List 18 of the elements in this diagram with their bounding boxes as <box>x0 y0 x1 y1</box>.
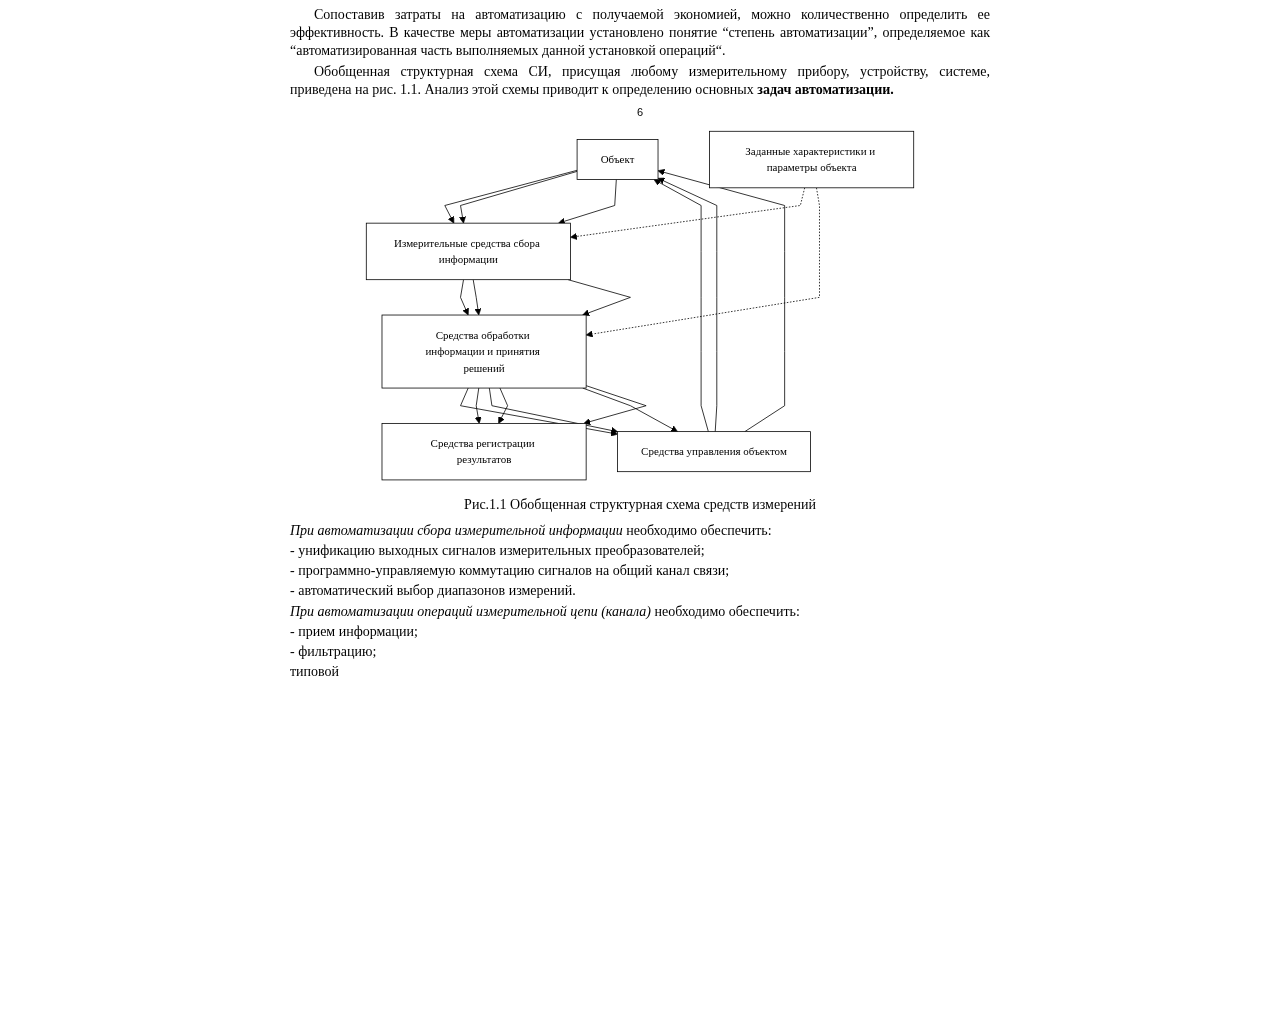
paragraph: При автоматизации операций измерительной цепи (канала) необходимо обеспечить: <box>290 602 801 621</box>
paragraph: - унификацию выходных сигналов измерительных преобразователей; <box>290 542 706 560</box>
paragraph: - программно-управляемую коммутацию сигналов на общий канал связи; <box>290 562 731 581</box>
paragraph: - прием информации; <box>290 622 419 641</box>
page-number: 6 <box>635 104 645 120</box>
node-box: Средства управления объектом <box>617 431 811 473</box>
paragraph: Обобщенная структурная схема СИ, присущая любому измерительному прибору, устройству, системе, приведена на рис. 1.1. Анализ этой схемы приводит к определению основных задач автоматизации. <box>290 62 990 99</box>
node-box: Средства регистрации результатов <box>381 423 587 481</box>
figure-caption: Рис.1.1 Обобщенная структурная схема средств измерений <box>464 496 816 512</box>
paragraph: Сопоставив затраты на автоматизацию с получаемой экономией, можно количественно определить ее эффективность. В качестве меры автоматизации установлено понятие “степень автоматизации”, определяемое как “автоматизированная часть выполняемых данной установкой операций“. <box>290 6 990 61</box>
node-box: Объект <box>576 139 659 181</box>
paragraph: - фильтрацию; <box>290 642 378 661</box>
node-box: Заданные характеристики и параметры объекта <box>709 131 915 189</box>
paragraph: При автоматизации сбора измерительной информации необходимо обеспечить: <box>290 521 773 540</box>
paragraph: - автоматический выбор диапазонов измерений. <box>290 582 577 601</box>
paragraph: типовой <box>290 663 341 682</box>
node-box: Средства обработки информации и принятия решений <box>381 314 587 389</box>
node-box: Измерительные средства сбора информации <box>365 223 571 281</box>
